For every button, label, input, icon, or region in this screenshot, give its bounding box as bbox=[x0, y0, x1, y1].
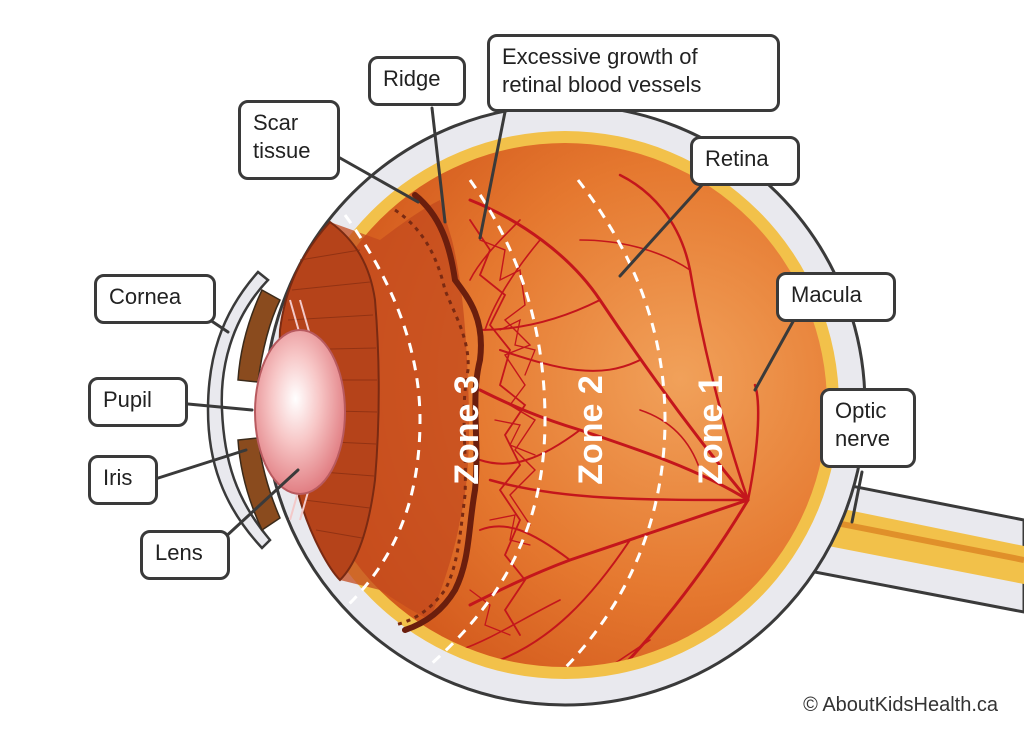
lens-shape bbox=[254, 329, 346, 495]
excessive-line-2: retinal blood vessels bbox=[502, 72, 702, 97]
ridge-label: Ridge bbox=[368, 56, 466, 106]
macula-label-text: Macula bbox=[791, 282, 862, 307]
zone-2-label: Zone 2 bbox=[572, 375, 610, 485]
excessive-growth-label: Excessive growth of retinal blood vessel… bbox=[487, 34, 780, 112]
leader-ridge bbox=[430, 106, 447, 224]
excessive-line-1: Excessive growth of bbox=[502, 44, 698, 69]
scar-line-2: tissue bbox=[253, 138, 311, 163]
leader-optic bbox=[850, 470, 864, 524]
leader-retina bbox=[618, 183, 704, 278]
ridge-line bbox=[402, 192, 484, 633]
iris-lower-shape bbox=[237, 437, 281, 532]
scar-tissue-label: Scar tissue bbox=[238, 100, 340, 180]
cornea-shape bbox=[206, 270, 272, 550]
zone-boundaries bbox=[343, 179, 667, 670]
retina-label-text: Retina bbox=[705, 146, 769, 171]
leader-scar bbox=[338, 156, 420, 204]
lens-label-text: Lens bbox=[155, 540, 203, 565]
pupil-label: Pupil bbox=[88, 377, 188, 427]
optic-line-2: nerve bbox=[835, 426, 891, 451]
pupil-label-text: Pupil bbox=[103, 387, 152, 412]
optic-nerve-label: Optic nerve bbox=[820, 388, 916, 468]
iris-label: Iris bbox=[88, 455, 158, 505]
optic-line-1: Optic bbox=[835, 398, 887, 423]
leader-lens bbox=[220, 468, 300, 542]
copyright-text: © AboutKidsHealth.ca bbox=[803, 694, 998, 716]
macula-label: Macula bbox=[776, 272, 896, 322]
leader-excessive bbox=[478, 110, 507, 240]
blood-vessels bbox=[459, 173, 760, 667]
lens-label: Lens bbox=[140, 530, 230, 580]
leader-macula bbox=[753, 316, 797, 392]
leader-pupil bbox=[186, 402, 254, 412]
leader-iris bbox=[150, 448, 248, 482]
zone-1-label: Zone 1 bbox=[692, 375, 730, 485]
cornea-label-text: Cornea bbox=[109, 284, 182, 309]
cornea-label: Cornea bbox=[94, 274, 216, 324]
zone-3-label: Zone 3 bbox=[448, 375, 486, 485]
retina-label: Retina bbox=[690, 136, 800, 186]
ridge-label-text: Ridge bbox=[383, 66, 441, 91]
iris-label-text: Iris bbox=[103, 465, 133, 490]
scar-line-1: Scar bbox=[253, 110, 299, 135]
